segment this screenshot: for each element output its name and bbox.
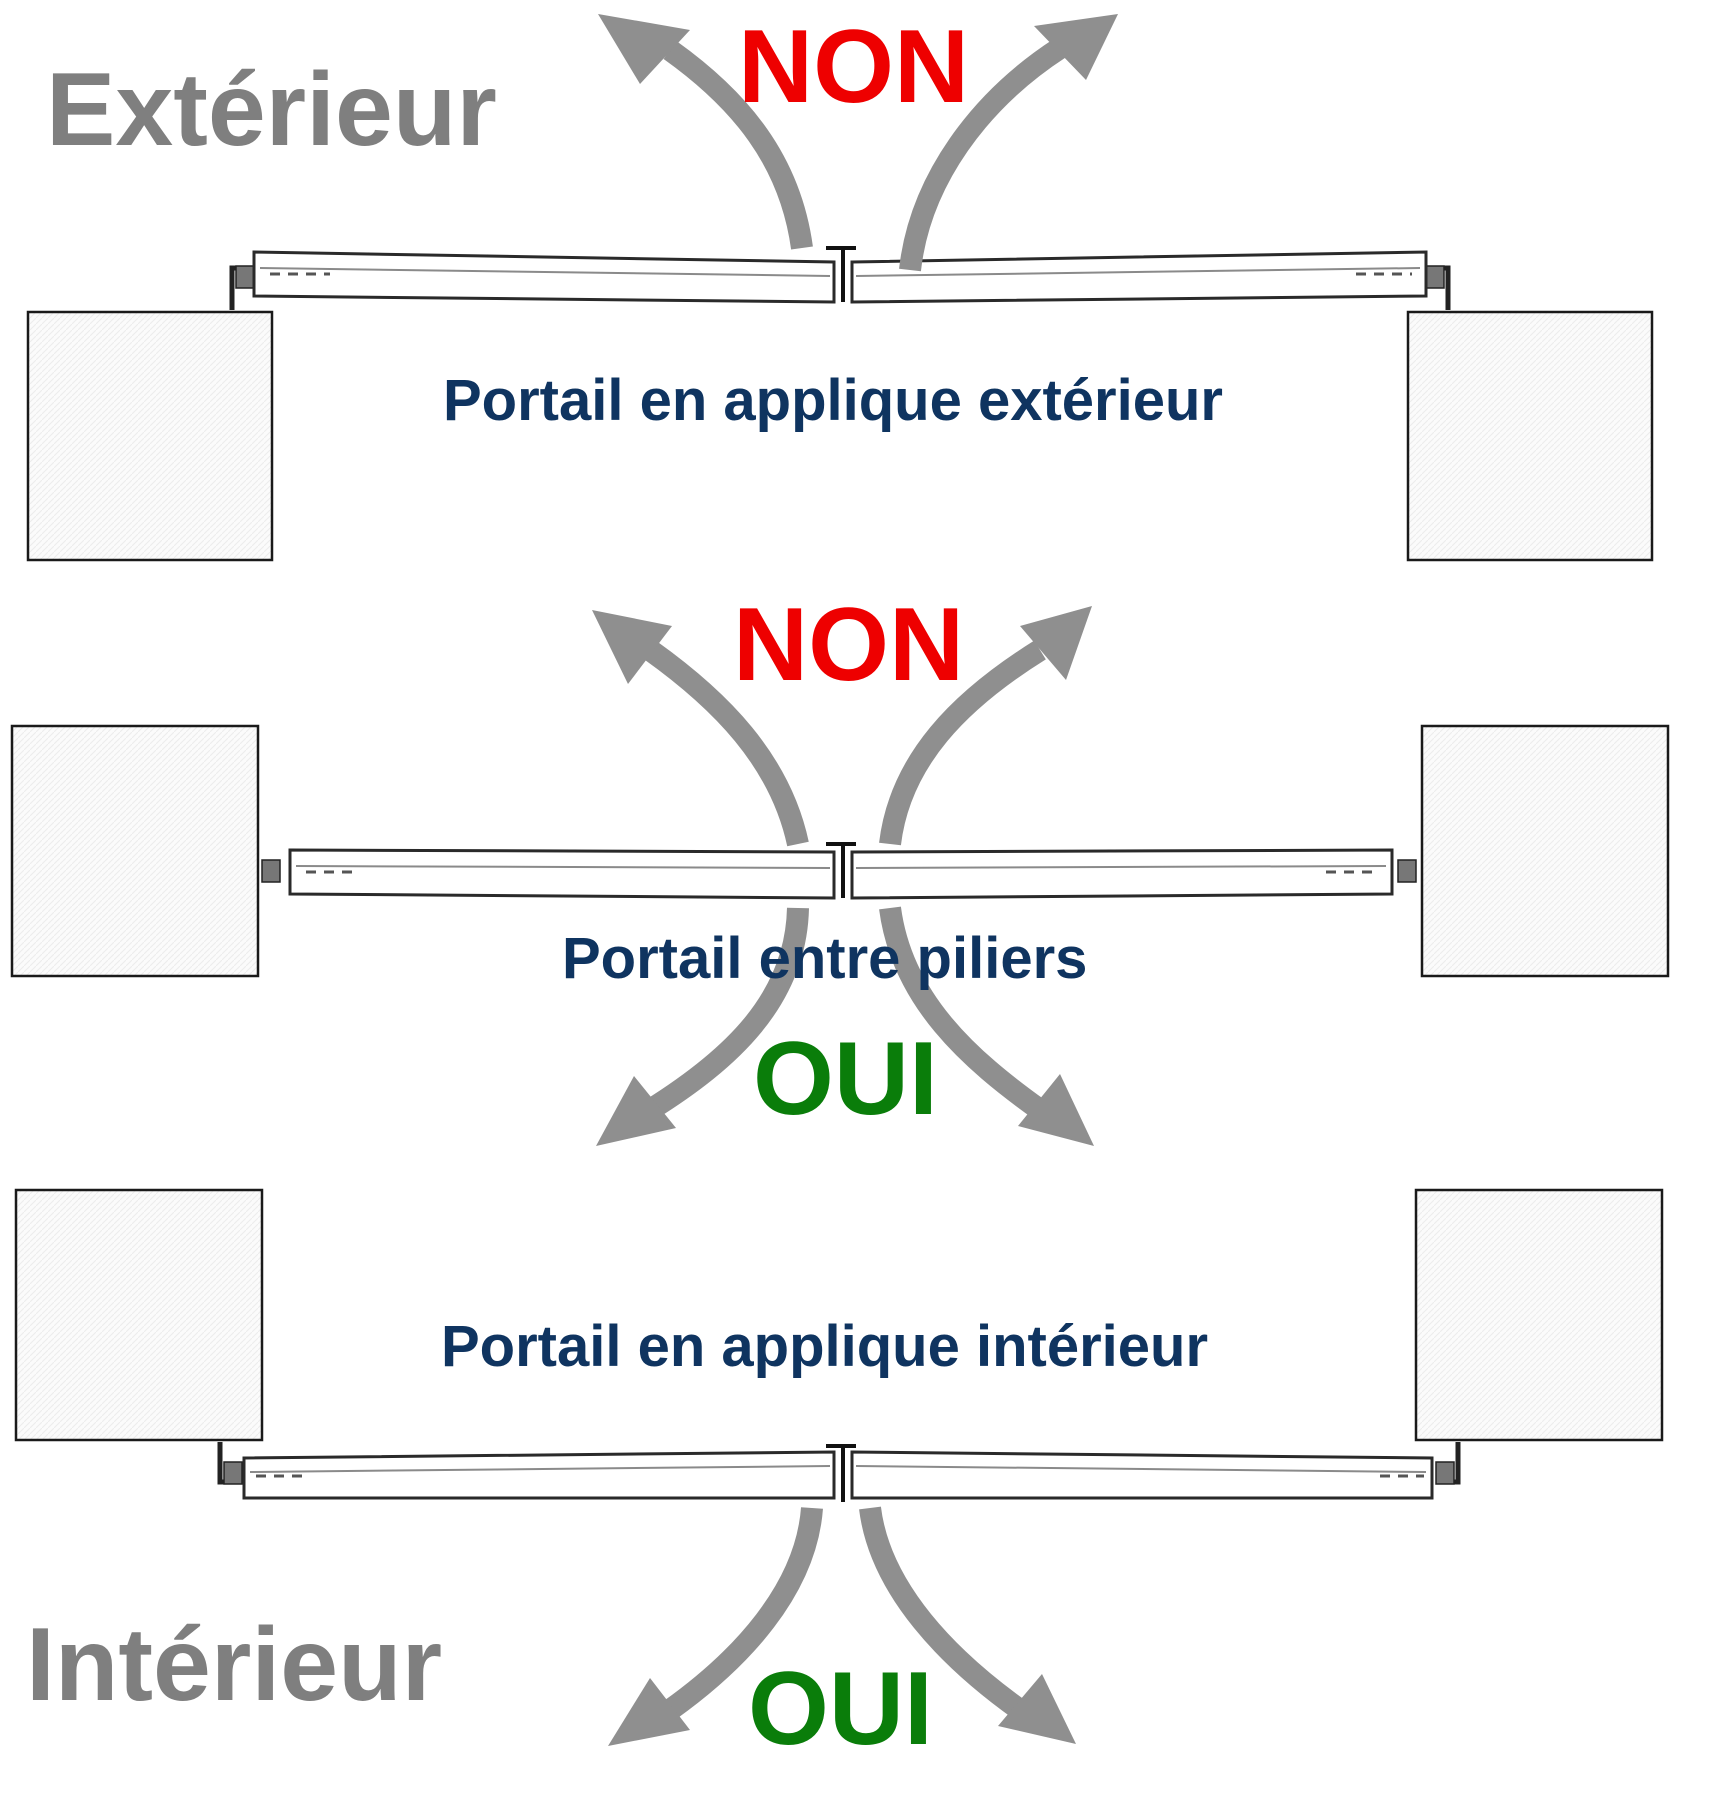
section-applique-interieur: Portail en applique intérieur OUI <box>14 1188 1664 1767</box>
center-latch <box>826 1444 856 1502</box>
center-latch <box>826 842 856 898</box>
pillar-right <box>1406 310 1654 562</box>
section-entre-piliers: NON Portail entre piliers OUI <box>10 587 1670 1146</box>
hinge-right <box>1425 265 1445 289</box>
opening-arrow-right <box>899 14 1118 272</box>
section-title: Portail entre piliers <box>562 926 1087 991</box>
verdict-non: NON <box>738 9 969 125</box>
hinge-right <box>1397 859 1417 883</box>
gate-leaf-right <box>850 848 1394 900</box>
pillar-right <box>1420 724 1670 978</box>
section-title: Portail en applique intérieur <box>441 1314 1208 1379</box>
pillar-right <box>1414 1188 1664 1442</box>
opening-arrow-in-left <box>596 907 809 1146</box>
hinge-left <box>235 265 255 289</box>
opening-arrow-out-right <box>879 606 1092 846</box>
hinge-left <box>261 859 281 883</box>
opening-arrow-left <box>598 14 813 250</box>
verdict-oui: OUI <box>753 1021 938 1137</box>
hinge-right <box>1435 1461 1455 1485</box>
hinge-left <box>223 1461 243 1485</box>
section-applique-exterieur: NON Portail en applique extérieur <box>26 9 1654 562</box>
pillar-left <box>14 1188 264 1442</box>
opening-arrow-in-right <box>859 1506 1076 1744</box>
inside-label: Intérieur <box>26 1607 442 1723</box>
gate-leaf-right <box>850 1450 1434 1500</box>
section-title: Portail en applique extérieur <box>443 368 1223 433</box>
gate-leaf-left <box>242 1450 836 1500</box>
opening-arrow-in-left <box>608 1506 823 1746</box>
pillar-left <box>26 310 274 562</box>
verdict-oui: OUI <box>748 1651 933 1767</box>
verdict-non: NON <box>733 587 964 703</box>
pillar-left <box>10 724 260 978</box>
opening-arrow-out-left <box>592 610 809 847</box>
gate-leaf-left <box>252 250 836 304</box>
opening-arrow-in-right <box>879 906 1094 1146</box>
gate-leaf-left <box>288 848 836 900</box>
outside-label: Extérieur <box>46 52 497 168</box>
center-latch <box>826 246 856 302</box>
gate-leaf-right <box>850 250 1428 304</box>
